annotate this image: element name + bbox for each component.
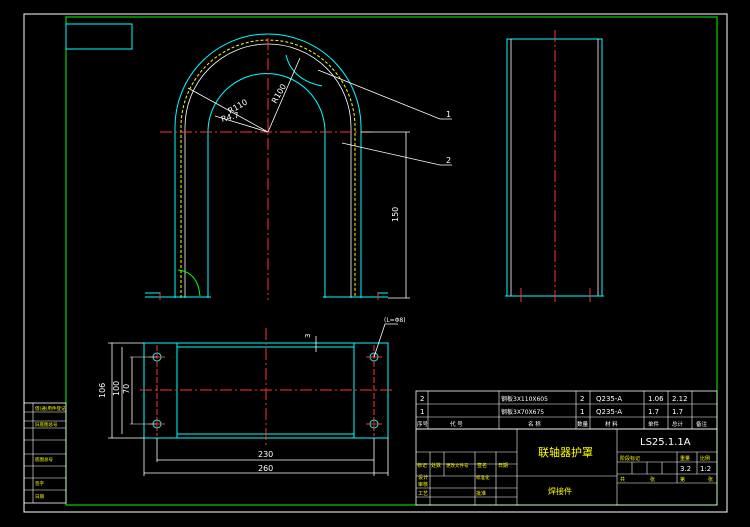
tb-label: 张 (650, 476, 655, 483)
corner-tab (65, 23, 133, 50)
row-total: 1.7 (672, 408, 683, 416)
row-material: Q235-A (596, 395, 622, 403)
row-total: 2.12 (672, 395, 688, 403)
hdr-remark: 备注 (696, 420, 708, 428)
tb-label: 签名 (477, 462, 487, 469)
tb-label: 批准 (476, 490, 486, 497)
dim-260: 260 (258, 464, 273, 473)
balloon-2: 2 (446, 156, 451, 165)
dim-r100: R100 (270, 82, 288, 105)
dim-150: 150 (391, 207, 400, 222)
tb-label: 日期 (498, 463, 508, 469)
hdr-no: 序号 (417, 420, 429, 428)
tb-label: 重量 (680, 455, 690, 462)
hdr-code: 代 号 (450, 420, 463, 428)
tb-label: 更改文件号 (446, 462, 469, 469)
inner-arch (207, 73, 326, 298)
left-strip: 借(通)用件登记 旧底图总号 底图总号 签字 日期 (23, 402, 67, 504)
inner-frame (65, 16, 718, 506)
strip-label: 日期 (35, 494, 44, 500)
front-view: R110 R100 R4.7 1 2 150 (145, 33, 452, 300)
top-view: (L=Φ8) 3 230 260 106 100 70 (98, 317, 406, 476)
row-material: Q235-A (596, 408, 622, 416)
dim-tilde: 3 (304, 334, 312, 338)
part-subtitle: 焊接件 (548, 486, 572, 496)
dim-70: 70 (122, 384, 131, 394)
row-no: 2 (420, 395, 424, 403)
drawing-number: LS25.1.1A (640, 437, 691, 448)
hdr-name: 名 称 (528, 420, 541, 428)
tb-label: 工艺 (418, 491, 428, 497)
row-name: 钢板3X110X605 (501, 395, 548, 403)
strip-label: 签字 (35, 480, 44, 487)
row-name: 钢板3X70X675 (501, 408, 544, 416)
hdr-qty: 数量 (577, 420, 589, 428)
tb-label: 标记 (417, 462, 427, 469)
tb-label: 审核 (418, 481, 428, 488)
balloon-1: 1 (446, 110, 451, 119)
leader-2 (341, 142, 452, 166)
tb-label: 标准化 (476, 474, 490, 481)
scale-value: 1:2 (700, 465, 711, 473)
leader-1 (317, 69, 452, 120)
dim-230: 230 (258, 450, 273, 459)
tb-label: 处数 (431, 462, 441, 469)
row-qty: 2 (580, 395, 584, 403)
tb-label: 共 (620, 476, 625, 483)
tb-label: 第 (680, 476, 685, 483)
strip-label: 底图总号 (35, 456, 53, 463)
strip-label: 借(通)用件登记 (35, 405, 66, 412)
hdr-unit: 单件 (648, 420, 660, 428)
hole-note: (L=Φ8) (384, 317, 406, 324)
title-block: 标记 处数 更改文件号 签名 日期 设计 审核 工艺 标准化 批准 联轴器护罩 … (415, 428, 718, 506)
hdr-total: 总计 (672, 420, 684, 428)
tb-label: 设计 (418, 474, 428, 481)
dim-r47: R4.7 (220, 111, 240, 124)
outer-frame (23, 13, 728, 513)
outer-arch (174, 33, 362, 298)
row-no: 1 (420, 408, 424, 416)
hdr-material: 材 料 (605, 420, 618, 428)
row-unit: 1.7 (648, 408, 659, 416)
row-unit: 1.06 (648, 395, 664, 403)
tb-label: 比例 (700, 455, 710, 462)
tb-label: 张 (708, 476, 713, 483)
part-name: 联轴器护罩 (538, 445, 593, 459)
tb-label: 阶段标记 (620, 455, 640, 462)
weight-value: 3.2 (680, 465, 691, 473)
strip-label: 旧底图总号 (35, 421, 58, 428)
parts-table: 2 钢板3X110X605 2 Q235-A 1.06 2.12 1 钢板3X7… (415, 390, 718, 430)
dim-106: 106 (98, 383, 107, 398)
side-view (505, 30, 604, 302)
dim-100: 100 (112, 381, 121, 396)
row-qty: 1 (580, 408, 584, 416)
